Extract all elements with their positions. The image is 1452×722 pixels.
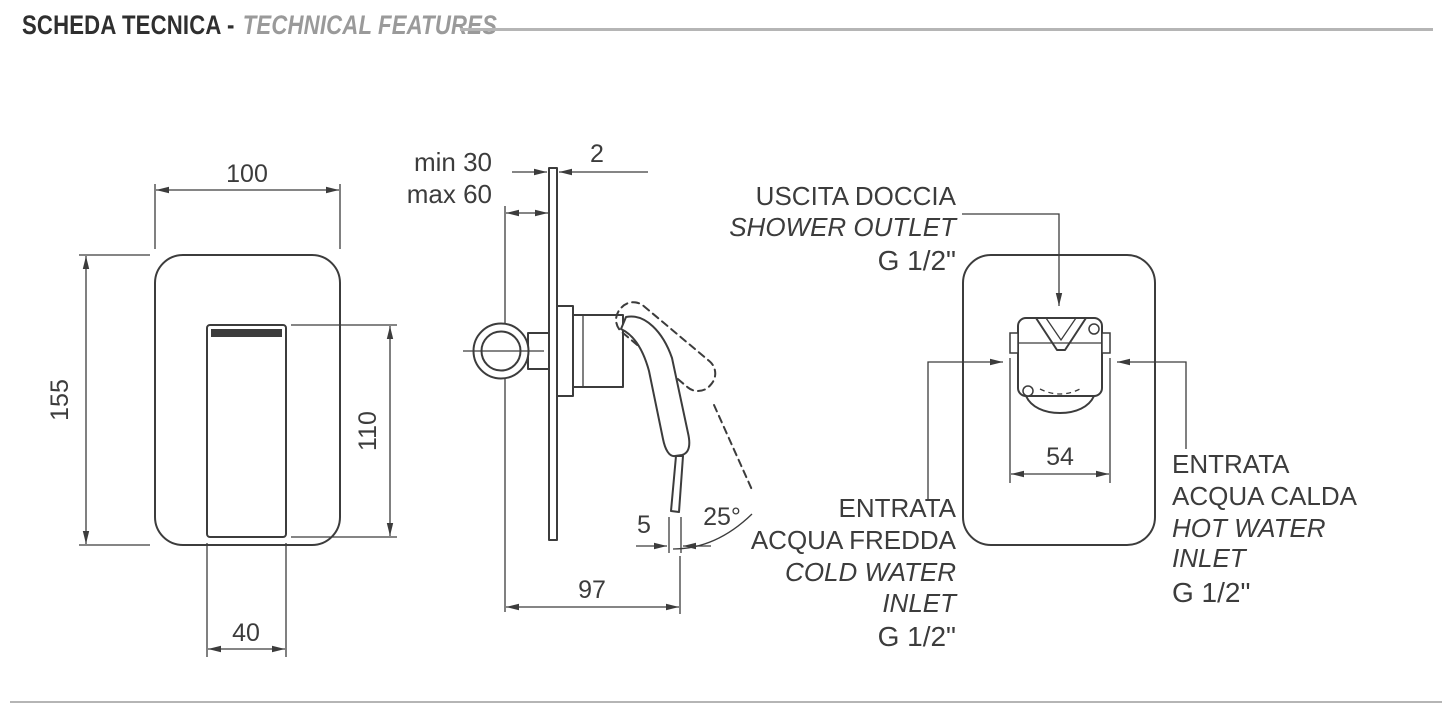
lever-paddle-side [620, 315, 691, 458]
sheet-title: SCHEDA TECNICA - [22, 10, 235, 40]
built-in-body-outline [1017, 317, 1103, 397]
mixer-body-side [572, 314, 624, 388]
lever-stem-side [670, 455, 684, 513]
front-view: 100 155 110 40 [46, 160, 397, 657]
dim-lever-tip-label: 5 [637, 511, 651, 539]
fixing-screw-hole-top [1088, 323, 1100, 335]
side-view: min 30 max 60 2 25° 5 [407, 140, 754, 614]
shower-outlet-label-it: USCITA DOCCIA [756, 181, 957, 211]
outlet-funnel-inner [1045, 317, 1077, 342]
sheet-header: SCHEDA TECNICA -TECHNICAL FEATURES [22, 10, 497, 41]
hot-inlet-label-2: ACQUA CALDA [1172, 481, 1358, 511]
wall-plate-edge [548, 167, 558, 541]
shower-outlet-size: G 1/2" [878, 245, 956, 276]
wall-plate-front-outline [154, 254, 341, 546]
outlet-funnel-outer [1035, 317, 1087, 351]
cold-inlet-label-2: ACQUA FREDDA [751, 525, 957, 555]
dim-plate-thickness-label: 2 [590, 140, 604, 168]
hot-inlet-label-1: ENTRATA [1172, 449, 1290, 479]
dim-wall-min-label: min 30 [414, 147, 492, 177]
shower-outlet-label-en: SHOWER OUTLET [729, 212, 958, 242]
connections-view: 54 USCITA DOCCIA SHOWER OUTLET G 1/2" EN… [729, 181, 1357, 652]
dim-plate-width-label: 100 [226, 160, 268, 188]
dim-lever-angle-label: 25° [703, 503, 741, 531]
sheet-subtitle: TECHNICAL FEATURES [242, 10, 498, 40]
dim-handle-width-label: 40 [232, 619, 260, 647]
cartridge-dome [1025, 395, 1095, 414]
handle-front-outline [206, 324, 287, 538]
dim-total-depth-label: 97 [578, 576, 606, 604]
cold-inlet-leader [927, 358, 1003, 499]
hot-inlet-port [1101, 332, 1111, 354]
hot-inlet-label-3: HOT WATER [1172, 513, 1326, 543]
cold-inlet-size: G 1/2" [878, 621, 956, 652]
cold-inlet-label-3: COLD WATER [785, 557, 956, 587]
cold-inlet-label-1: ENTRATA [839, 493, 957, 523]
header-rule [460, 28, 1433, 31]
hot-inlet-label-4: INLET [1172, 543, 1248, 573]
footer-rule [10, 701, 1442, 703]
shower-outlet-leader [962, 213, 1063, 306]
dim-plate-height-label: 155 [46, 379, 74, 421]
dim-inlet-distance-label: 54 [1046, 443, 1074, 471]
lever-front-bar [211, 329, 282, 337]
body-flange-side [556, 305, 574, 397]
lever-raised-dashed-stem [713, 404, 754, 493]
hot-inlet-size: G 1/2" [1172, 577, 1250, 608]
cartridge-dashed-detail [1039, 388, 1081, 395]
dim-wall-max-label: max 60 [407, 179, 492, 209]
fixing-screw-hole-bottom [1022, 385, 1034, 397]
dim-handle-height-label: 110 [354, 411, 382, 451]
cold-inlet-port [1009, 332, 1019, 354]
cold-inlet-label-4: INLET [882, 588, 958, 618]
hot-inlet-leader [1117, 358, 1187, 449]
